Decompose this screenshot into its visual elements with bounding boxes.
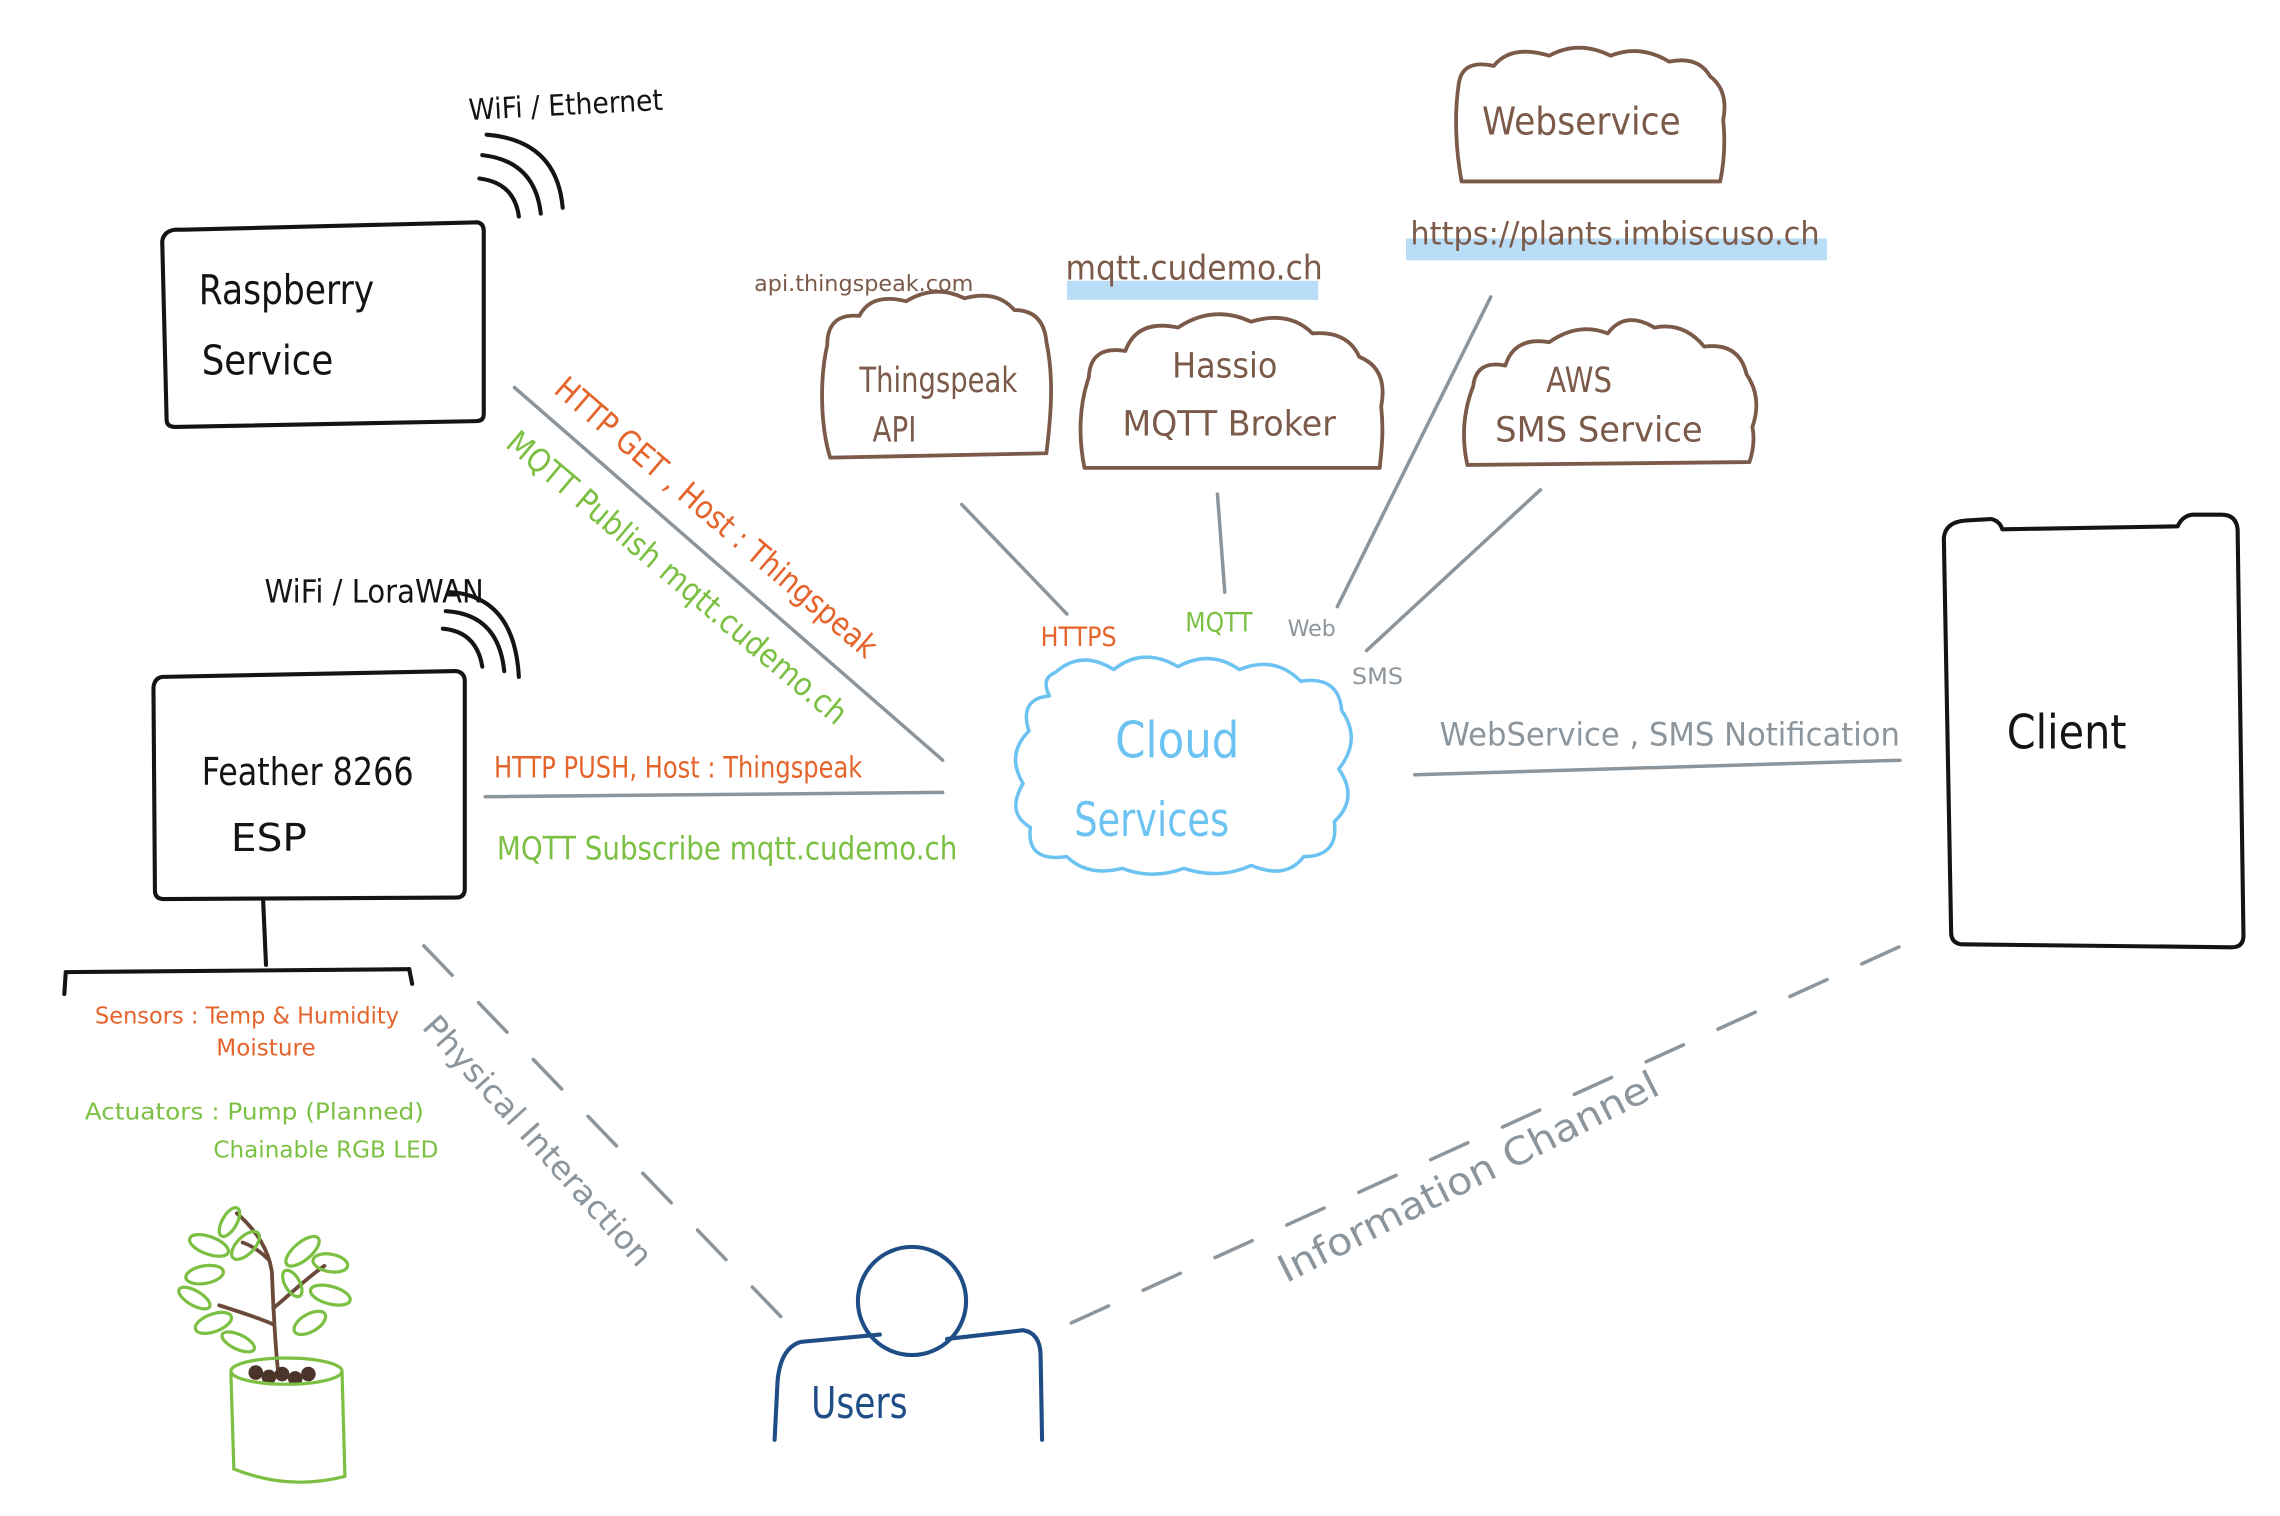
wifi-signal-icon	[477, 132, 565, 219]
feather-box	[151, 668, 467, 902]
client-link-line	[1413, 758, 1902, 777]
plant-leaf	[281, 1268, 304, 1299]
thingspeak-protocol-label: HTTPS	[1041, 623, 1117, 653]
webservice-name: Webservice	[1482, 100, 1681, 144]
aws-name: AWS	[1546, 360, 1612, 401]
plant-leaf	[292, 1309, 328, 1337]
users-label: Users	[811, 1378, 907, 1429]
aws-cloud-shape	[1462, 318, 1759, 467]
plant-soil	[248, 1365, 316, 1386]
plant-leaf	[193, 1310, 234, 1335]
thingspeak-service: api.thingspeak.com Thingspeak API HTTPS	[754, 272, 1116, 653]
information-channel-link: Information Channel	[1069, 936, 1920, 1325]
plant-leaf	[308, 1283, 352, 1307]
webservice-host-label: https://plants.imbiscuso.ch	[1410, 214, 1819, 252]
hassio-protocol-label: MQTT	[1185, 609, 1253, 639]
plant-icon	[177, 1206, 352, 1484]
feather-mqtt-label: MQTT Subscribe mqtt.cudemo.ch	[497, 830, 957, 868]
plant-leaf	[220, 1330, 257, 1354]
information-channel-label: Information Channel	[1270, 1062, 1666, 1291]
wifi-signal-icon	[440, 590, 521, 679]
physical-interaction-label: Physical Interaction	[415, 1008, 660, 1275]
cloud-services-subtitle: Services	[1074, 794, 1229, 848]
hassio-cloud-shape	[1078, 312, 1385, 470]
plant-leaf	[230, 1229, 262, 1261]
hassio-host-label: mqtt.cudemo.ch	[1065, 248, 1322, 287]
physical-interaction-line	[422, 944, 803, 1340]
plant-leaf	[284, 1234, 321, 1268]
users-node: Users	[772, 1244, 1045, 1442]
webservice-host-highlight	[1406, 238, 1827, 261]
feather-http-label: HTTP PUSH, Host : Thingspeak	[494, 751, 862, 785]
raspberry-title: Raspberry	[199, 266, 374, 314]
aws-service: AWS SMS Service SMS	[1352, 318, 1759, 690]
hassio-service: mqtt.cudemo.ch Hassio MQTT Broker MQTT	[1065, 248, 1385, 639]
feather-title: Feather 8266	[202, 750, 414, 794]
webservice-service: Webservice https://plants.imbiscuso.ch W…	[1288, 45, 1827, 642]
plant-leaf	[184, 1263, 225, 1286]
sensors-label-line2: Moisture	[216, 1033, 315, 1061]
client-link-label: WebService , SMS Notification	[1440, 716, 1900, 754]
phone-icon	[1941, 512, 2246, 950]
raspberry-box	[160, 220, 486, 430]
sensors-label: Sensors : Temp & Humidity	[95, 1001, 399, 1029]
webservice-connector	[1335, 295, 1493, 609]
thingspeak-cloud-shape	[820, 289, 1053, 460]
aws-name-line2: SMS Service	[1495, 410, 1703, 451]
information-channel-line	[1069, 936, 1920, 1325]
client-link: WebService , SMS Notification	[1413, 716, 1902, 777]
aws-connector	[1364, 488, 1543, 653]
user-body-icon	[772, 1332, 882, 1442]
actuators-label-line2: Chainable RGB LED	[213, 1136, 438, 1164]
actuators-label: Actuators : Pump (Planned)	[85, 1098, 424, 1126]
thingspeak-connector	[959, 502, 1069, 616]
thingspeak-name: Thingspeak	[859, 360, 1018, 401]
feather-link-line	[483, 790, 945, 799]
hardware-bracket: Sensors : Temp & Humidity Moisture Actua…	[62, 896, 438, 1164]
feather-node: WiFi / LoraWAN Feather 8266 ESP	[151, 572, 521, 902]
user-body-icon	[945, 1328, 1045, 1442]
cloud-services-title: Cloud	[1115, 711, 1239, 769]
physical-interaction-link: Physical Interaction	[415, 944, 803, 1340]
plant-pot	[229, 1356, 347, 1484]
user-head-icon	[855, 1244, 969, 1358]
plant-leaf	[187, 1233, 231, 1258]
feather-connectivity-label: WiFi / LoraWAN	[265, 572, 484, 610]
webservice-cloud-shape	[1454, 45, 1727, 184]
plant-leaf	[177, 1285, 212, 1311]
hassio-name: Hassio	[1172, 345, 1277, 386]
hassio-host-highlight	[1066, 280, 1319, 300]
hassio-connector	[1215, 492, 1227, 594]
client-device: Client	[1941, 512, 2246, 950]
client-label: Client	[2007, 707, 2127, 761]
feather-subtitle: ESP	[231, 816, 307, 860]
raspberry-subtitle: Service	[202, 336, 334, 384]
hassio-name-line2: MQTT Broker	[1122, 404, 1336, 445]
cloud-services: Cloud Services	[1013, 655, 1353, 876]
raspberry-connectivity-label: WiFi / Ethernet	[468, 83, 664, 127]
plant-leaf	[311, 1252, 350, 1274]
plant-leaf	[217, 1206, 242, 1239]
plant-branch	[217, 1303, 276, 1327]
raspberry-link-line	[512, 385, 945, 762]
raspberry-node: WiFi / Ethernet Raspberry Service	[160, 83, 664, 430]
cloud-services-shape	[1013, 655, 1353, 876]
feather-cloud-link: HTTP PUSH, Host : Thingspeak MQTT Subscr…	[483, 751, 957, 868]
aws-protocol-label: SMS	[1352, 665, 1403, 690]
webservice-protocol-label: Web	[1288, 617, 1336, 642]
thingspeak-name-line2: API	[873, 410, 917, 451]
